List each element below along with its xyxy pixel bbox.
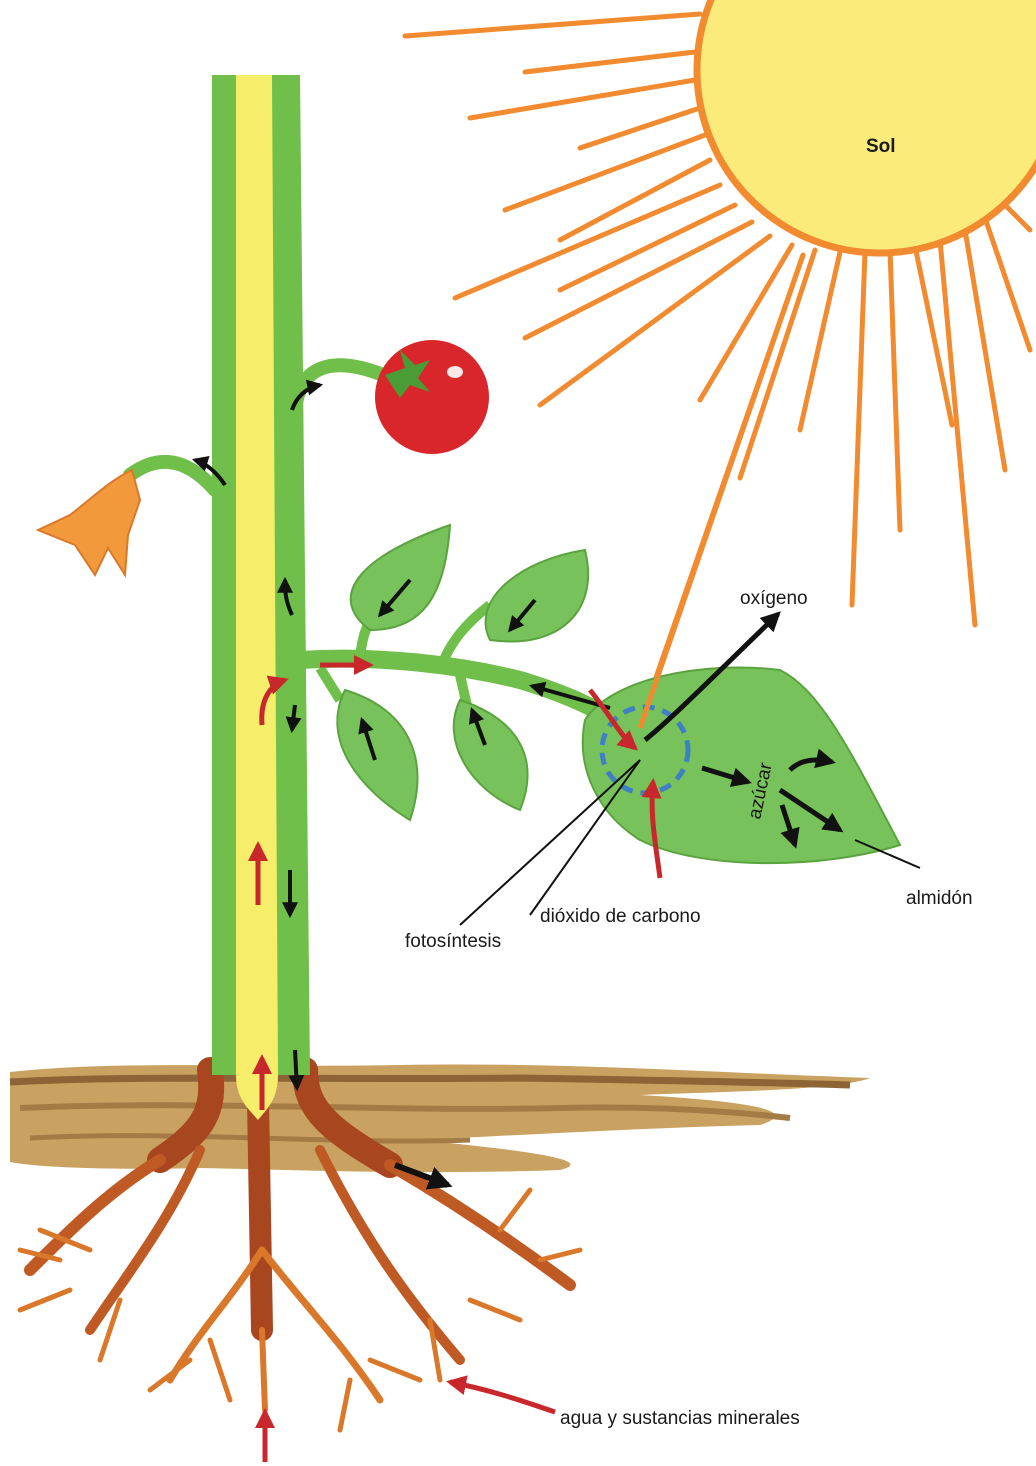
photosynthesis-label: fotosíntesis [405,931,501,952]
starch-label: almidón [906,888,973,909]
sunlight-beam-to-leaf [640,255,803,728]
flower [38,462,215,575]
stem [212,75,310,1120]
leaf-branch [300,525,630,820]
main-leaf [583,667,900,863]
soil [10,1064,870,1172]
carbon-dioxide-label: dióxido de carbono [540,906,701,927]
sun-disc [697,0,1036,253]
sun-label: Sol [866,136,896,157]
tomato-fruit [295,340,489,454]
water-minerals-label: agua y sustancias minerales [560,1408,800,1429]
oxygen-label: oxígeno [740,588,808,609]
